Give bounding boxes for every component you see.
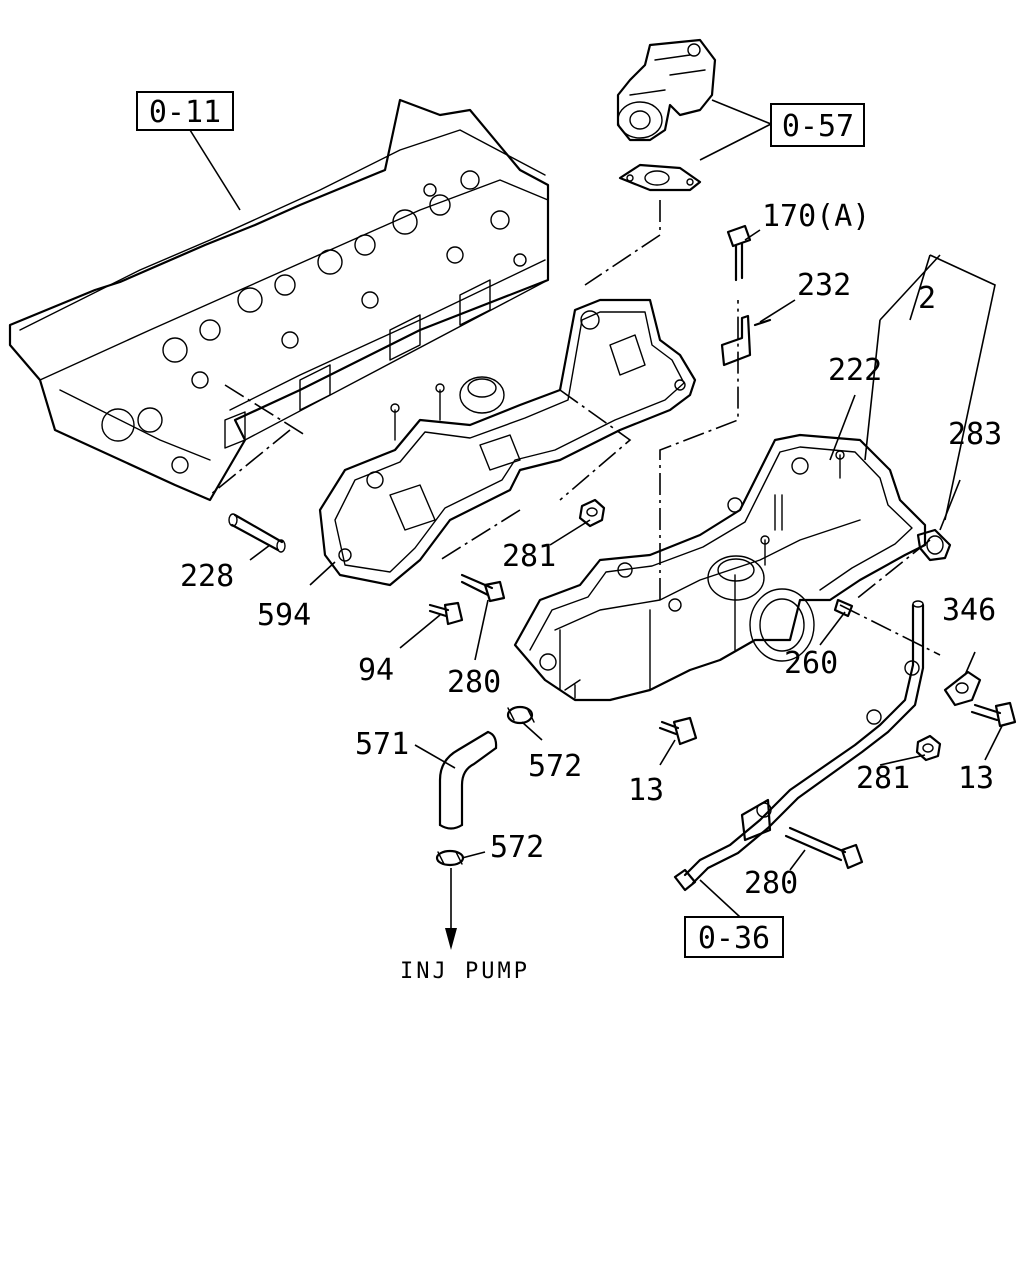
ref-box-0-36[interactable]: 0-36 [684,916,784,958]
ref-box-0-11[interactable]: 0-11 [136,91,234,131]
label-part-260: 260 [784,646,838,681]
ref-0-36-label: 0-36 [698,921,770,956]
label-part-170a: 170(A) [762,199,870,234]
hose-571 [438,730,498,830]
clip-346 [943,670,982,707]
intake-manifold-2 [513,433,927,702]
bolt-170a [726,224,752,282]
direction-arrow [445,868,457,950]
inj-pump-label: INJ PUMP [400,959,530,984]
label-part-228: 228 [180,559,234,594]
label-part-280-a: 280 [447,665,501,700]
stud-228 [228,513,286,553]
label-part-280-b: 280 [744,866,798,901]
nut-281-b [915,734,942,762]
cylinder-head [8,98,550,502]
bolt-280-b [784,826,864,870]
bracket-232 [720,314,772,367]
label-part-13-b: 13 [958,761,994,796]
clamp-572-b [435,849,465,867]
label-part-94: 94 [358,653,394,688]
bolt-13-a [658,716,698,746]
bolt-94 [428,601,464,626]
plug-283 [916,528,952,562]
nut-281-a [578,498,606,528]
pin-260 [833,598,854,618]
ref-box-0-57[interactable]: 0-57 [770,103,865,147]
egr-gasket [618,163,702,192]
label-part-2: 2 [918,281,936,316]
label-part-283: 283 [948,417,1002,452]
label-part-13-a: 13 [628,773,664,808]
label-part-572-a: 572 [528,749,582,784]
ref-0-11-label: 0-11 [149,95,221,130]
water-pipe [673,600,925,892]
bolt-280-a [460,573,506,603]
egr-valve [616,38,717,142]
label-part-222: 222 [828,353,882,388]
label-part-572-b: 572 [490,830,544,865]
ref-0-57-label: 0-57 [782,109,854,144]
label-part-281-a: 281 [502,539,556,574]
manifold-gasket-594 [318,298,697,587]
label-part-281-b: 281 [856,761,910,796]
label-part-232: 232 [797,268,851,303]
clamp-572-a [506,705,535,725]
label-part-346: 346 [942,593,996,628]
label-part-594: 594 [257,598,311,633]
label-part-571: 571 [355,727,409,762]
bolt-13-b [970,701,1017,728]
